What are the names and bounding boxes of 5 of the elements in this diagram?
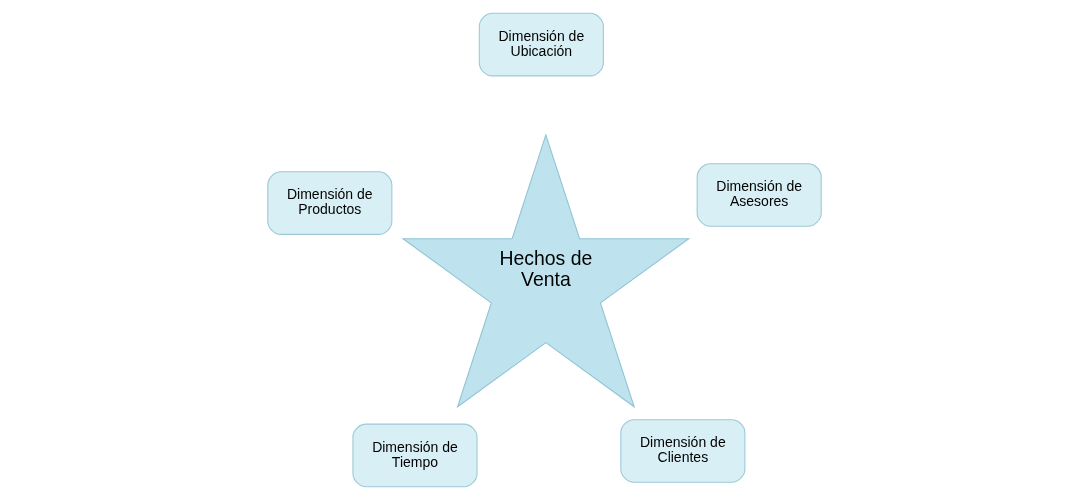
node-box: Dimensión de Productos: [267, 170, 393, 235]
node-box: Dimensión de Ubicación: [478, 12, 604, 76]
node-box: Dimensión de Asesores: [696, 162, 822, 227]
node-box: Dimensión de Clientes: [620, 418, 746, 483]
node-box: Dimensión de Tiempo: [352, 423, 478, 487]
